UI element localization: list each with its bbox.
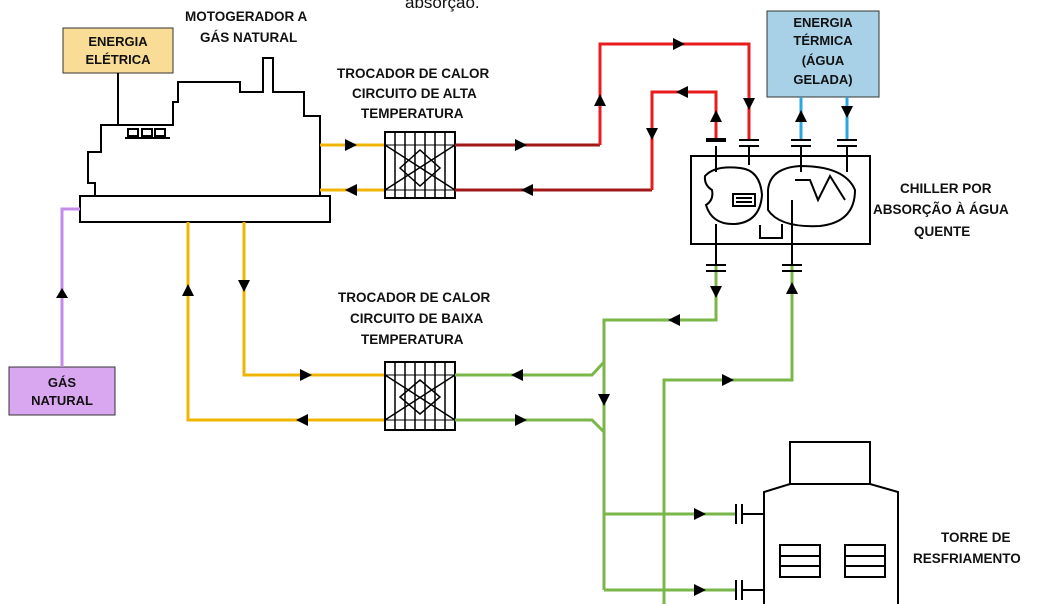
top-caption: absorção. — [405, 0, 480, 12]
gas-arrow — [56, 288, 68, 298]
motogerador-label-1: MOTOGERADOR A — [185, 9, 308, 24]
trocador-alta-label-1: TROCADOR DE CALOR — [337, 66, 489, 81]
chiller-label-3: QUENTE — [914, 224, 970, 239]
gas-line — [60, 207, 80, 367]
energia-eletrica-box: ENERGIA ELÉTRICA — [62, 27, 174, 74]
gas-natural-box: GÁS NATURAL — [8, 366, 116, 416]
motogenerator-icon — [79, 57, 331, 223]
trocador-baixa-label-2: CIRCUITO DE BAIXA — [350, 311, 484, 326]
svg-text:TÉRMICA: TÉRMICA — [793, 33, 853, 48]
absorption-chiller-icon — [690, 146, 871, 265]
trocador-alta-label-2: CIRCUITO DE ALTA — [352, 86, 477, 101]
chiller-label-1: CHILLER POR — [900, 181, 992, 196]
svg-text:GELADA): GELADA) — [793, 72, 852, 87]
heat-exchanger-high — [384, 131, 456, 199]
trocador-alta-label-3: TEMPERATURA — [361, 106, 464, 121]
trocador-baixa-label-3: TEMPERATURA — [361, 332, 464, 347]
torre-label-2: RESFRIAMENTO — [913, 551, 1021, 566]
heat-exchanger-low — [384, 361, 456, 431]
svg-text:ENERGIA: ENERGIA — [793, 15, 853, 30]
trocador-baixa-label-1: TROCADOR DE CALOR — [338, 290, 490, 305]
motogerador-label-2: GÁS NATURAL — [200, 30, 297, 45]
chilled-water-lines — [799, 97, 849, 140]
chiller-label-2: ABSORÇÃO À ÁGUA — [873, 202, 1009, 217]
svg-text:GÁS: GÁS — [48, 375, 77, 390]
cooling-tower-icon — [763, 441, 899, 604]
torre-label-1: TORRE DE — [941, 530, 1011, 545]
svg-text:NATURAL: NATURAL — [31, 393, 93, 408]
svg-text:(ÁGUA: (ÁGUA — [802, 53, 845, 68]
svg-text:ENERGIA: ENERGIA — [88, 34, 148, 49]
cooling-water-lines — [455, 265, 794, 604]
hot-water-lines — [455, 42, 751, 192]
svg-text:ELÉTRICA: ELÉTRICA — [86, 52, 152, 67]
yellow-high-lines — [320, 143, 385, 192]
energia-termica-box: ENERGIA TÉRMICA (ÁGUA GELADA) — [766, 10, 880, 98]
